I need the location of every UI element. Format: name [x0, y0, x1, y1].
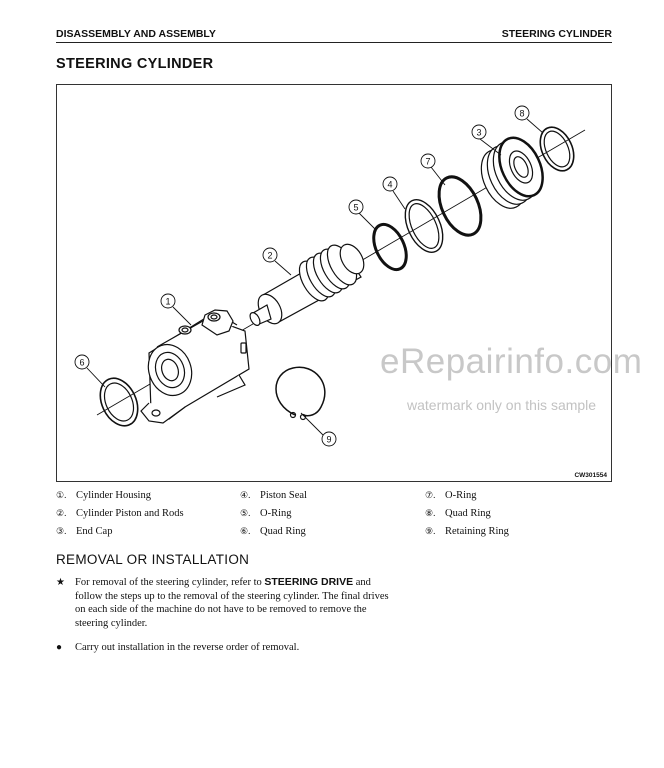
- cylinder-housing-shape: [140, 309, 250, 424]
- callout-2: 2: [267, 251, 272, 261]
- legend-number: ⑨.: [425, 526, 436, 536]
- legend-item: ①. Cylinder Housing: [56, 490, 151, 501]
- end-cap-shape: [480, 136, 544, 209]
- exploded-diagram: 1 2 3 4 5 6 7 8 9 CW301554: [56, 84, 612, 482]
- piston-rod-shape: [249, 243, 365, 326]
- retaining-ring-shape: [275, 366, 326, 417]
- star-icon: ★: [56, 577, 65, 588]
- legend-item: ②. Cylinder Piston and Rods: [56, 508, 184, 519]
- figure-code: CW301554: [574, 472, 607, 479]
- quad-ring-8-shape: [539, 126, 575, 172]
- legend-label: O-Ring: [260, 508, 292, 519]
- callout-1: 1: [165, 297, 170, 307]
- legend-item: ③. End Cap: [56, 526, 112, 537]
- legend-number: ⑦.: [425, 490, 436, 500]
- callout-7: 7: [425, 157, 430, 167]
- legend-item: ⑦. O-Ring: [425, 490, 477, 501]
- callout-6: 6: [79, 358, 84, 368]
- page-title: STEERING CYLINDER: [56, 56, 214, 72]
- legend-item: ⑥. Quad Ring: [240, 526, 306, 537]
- quad-ring-6-shape: [99, 377, 139, 427]
- legend-item: ④. Piston Seal: [240, 490, 307, 501]
- legend-number: ③.: [56, 526, 67, 536]
- o-ring-7-shape: [437, 175, 483, 237]
- legend-label: Quad Ring: [445, 508, 491, 519]
- legend-item: ⑤. O-Ring: [240, 508, 292, 519]
- legend-number: ⑥.: [240, 526, 251, 536]
- callout-9: 9: [326, 435, 331, 445]
- legend-label: Cylinder Housing: [76, 490, 151, 501]
- page-header: DISASSEMBLY AND ASSEMBLY STEERING CYLIND…: [56, 28, 612, 43]
- legend-number: ①.: [56, 490, 67, 500]
- watermark-logo: eRepairinfo.com: [380, 342, 643, 381]
- watermark-note: watermark only on this sample: [407, 397, 597, 413]
- legend-label: O-Ring: [445, 490, 477, 501]
- bullet-dot-icon: ●: [56, 642, 63, 653]
- legend-item: ⑧. Quad Ring: [425, 508, 491, 519]
- callout-4: 4: [387, 180, 392, 190]
- piston-seal-shape: [404, 199, 444, 253]
- legend-label: Piston Seal: [260, 490, 307, 501]
- callout-3: 3: [476, 128, 481, 138]
- header-section-left: DISASSEMBLY AND ASSEMBLY: [56, 28, 216, 40]
- bullet-text: For removal of the steering cylinder, re…: [75, 576, 389, 629]
- callout-8: 8: [519, 109, 524, 119]
- legend-number: ⑧.: [425, 508, 436, 518]
- legend-number: ②.: [56, 508, 67, 518]
- legend-label: Cylinder Piston and Rods: [76, 508, 184, 519]
- section-title: REMOVAL OR INSTALLATION: [56, 552, 250, 567]
- bullet-text: Carry out installation in the reverse or…: [75, 642, 300, 653]
- header-section-right: STEERING CYLINDER: [501, 28, 612, 40]
- legend-number: ④.: [240, 490, 251, 500]
- exploded-view-drawing: 1 2 3 4 5 6 7 8 9: [74, 105, 586, 447]
- legend-label: End Cap: [76, 526, 113, 537]
- cross-reference: STEERING DRIVE: [264, 576, 354, 588]
- legend-number: ⑤.: [240, 508, 251, 518]
- callout-5: 5: [353, 203, 358, 213]
- o-ring-5-shape: [372, 222, 408, 272]
- legend-label: Quad Ring: [260, 526, 306, 537]
- legend-item: ⑨. Retaining Ring: [425, 526, 509, 537]
- legend-label: Retaining Ring: [445, 526, 509, 537]
